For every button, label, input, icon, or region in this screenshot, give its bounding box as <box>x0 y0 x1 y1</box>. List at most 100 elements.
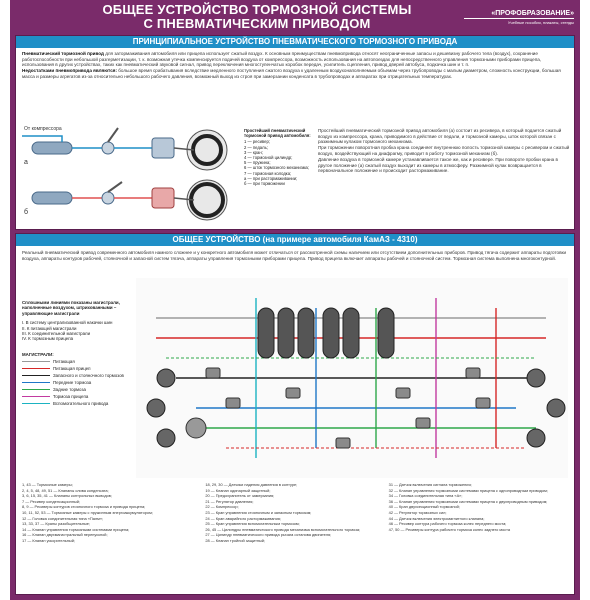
component-list-item: 25 — Кран управления вспомогательным тор… <box>205 521 300 527</box>
component-list-item: 17 — Клапан ускорительный; <box>22 537 75 543</box>
magistral-row: Задние тормоза <box>22 387 134 392</box>
publisher-logo: «ПРОФОБРАЗОВАНИЕ» Учебные пособия, плака… <box>464 3 574 31</box>
pedal-b <box>107 181 123 193</box>
compressor <box>185 417 207 439</box>
component-list-item: 2, 4, 5, 48, 49, 51 — Клапаны слива конд… <box>22 487 109 493</box>
component-list-item: 31 — Датчик включения сигнала торможения… <box>388 482 472 487</box>
brake-chamber-b <box>151 187 175 209</box>
disadv-text: большое время срабатывания вследствие ме… <box>22 68 561 79</box>
simple-brake-legend: Простейший пневматический тормозной прив… <box>244 128 314 186</box>
magistral-label: Вспомогательного привода <box>53 401 109 407</box>
receiver <box>322 307 340 359</box>
description-paragraph: Давление воздуха в тормозной камере уста… <box>318 156 558 174</box>
component-list-item: 24 — Кран аварийного растормаживания; <box>205 515 281 521</box>
page-title: ОБЩЕЕ УСТРОЙСТВО ТОРМОЗНОЙ СИСТЕМЫ С ПНЕ… <box>10 3 464 31</box>
legend-item: а — при растормаживании; <box>244 175 298 181</box>
section-principle: ПРИНЦИПИАЛЬНОЕ УСТРОЙСТВО ПНЕВМАТИЧЕСКОГ… <box>15 35 575 230</box>
receiver <box>297 307 315 359</box>
simple-brake-diagram: От компрессора а б <box>22 126 228 221</box>
component-list-item: 12 — Головка соединительная типа «Палм»; <box>22 515 104 521</box>
brake-chamber <box>146 398 166 418</box>
magistral-line-swatch <box>22 396 50 398</box>
magistral-row: Питающая <box>22 359 134 364</box>
description-paragraph: При торможении поворотная пробка крана с… <box>318 145 570 156</box>
component-list-item: 47, 50 — Ресиверы контура рабочего тормо… <box>388 526 511 532</box>
kamaz-brake-schematic <box>136 278 568 478</box>
supply-line-a <box>22 135 63 142</box>
component-list-column-1: 1, 43 — Тормозные камеры;2, 4, 5, 48, 49… <box>22 482 201 544</box>
component-list-item: 40 — Кран двухсекционный тормозной; <box>388 504 460 510</box>
receiver <box>277 307 295 359</box>
component-list-item: 18, 29, 30 — Датчики падения давления в … <box>205 482 298 487</box>
component-list-item: 26, 45 — Цилиндры пневматического привод… <box>205 526 361 532</box>
rod-a <box>173 147 195 151</box>
component-list-item: 22 — Компрессор; <box>205 504 239 510</box>
poster: ОБЩЕЕ УСТРОЙСТВО ТОРМОЗНОЙ СИСТЕМЫ С ПНЕ… <box>10 0 580 600</box>
legend-item: 5 — пружина; <box>244 160 271 166</box>
receiver-a <box>31 141 73 155</box>
logo-name: «ПРОФОБРАЗОВАНИЕ» <box>464 10 574 19</box>
apparatus-block <box>205 367 221 379</box>
group-list: I. В систему централизованной накачки ши… <box>22 320 134 342</box>
magistral-line-swatch <box>22 403 50 405</box>
apparatus-block <box>225 397 241 409</box>
diagram-label-compressor: От компрессора <box>24 126 62 132</box>
component-list-item: 44 — Датчик включения электромагнитного … <box>388 515 485 521</box>
section-general-intro: Реальный пневматический привод современн… <box>22 250 567 261</box>
brake-chamber <box>546 398 566 418</box>
component-list-column-2: 18, 29, 30 — Датчики падения давления в … <box>205 482 384 544</box>
legend-item: 6 — шток тормозного механизма; <box>244 165 310 171</box>
magistral-label: Запасного и стояночного тормозов <box>53 373 124 379</box>
valve-b <box>101 191 115 205</box>
diagram-version-b <box>31 179 228 221</box>
intro-text: для затормаживания автомобиля или прицеп… <box>22 51 542 68</box>
component-list-item: 1, 43 — Тормозные камеры; <box>22 482 73 487</box>
component-list-item: 28 — Клапан тройной защитный; <box>205 537 266 543</box>
magistral-row: Передние тормоза <box>22 380 134 385</box>
apparatus-block <box>285 387 301 399</box>
magistral-legend: Сплошными линиями показаны магистрали, н… <box>22 300 134 408</box>
apparatus-block <box>415 417 431 429</box>
brake-chamber <box>526 368 546 388</box>
component-list-item: 32 — Клапан управления тормозными систем… <box>388 487 548 493</box>
component-list-item: 23 — Кран управления стояночным и запасн… <box>205 509 312 515</box>
magistral-line-swatch <box>22 368 50 370</box>
apparatus-block <box>395 387 411 399</box>
magistrals-title: МАГИСТРАЛИ: <box>22 351 54 357</box>
brake-chamber <box>156 368 176 388</box>
magistral-row: Запасного и стояночного тормозов <box>22 373 134 378</box>
group-item: III. К соединительной магистрали <box>22 331 91 337</box>
title-line-1: ОБЩЕЕ УСТРОЙСТВО ТОРМОЗНОЙ СИСТЕМЫ <box>102 2 412 17</box>
diagram-label-a: а <box>24 159 28 166</box>
group-item: IV. К тормозным прицепа <box>22 336 74 342</box>
section-principle-heading: ПРИНЦИПИАЛЬНОЕ УСТРОЙСТВО ПНЕВМАТИЧЕСКОГ… <box>16 36 574 48</box>
apparatus-block <box>335 437 351 449</box>
legend-item: 2 — педаль; <box>244 144 268 150</box>
header: ОБЩЕЕ УСТРОЙСТВО ТОРМОЗНОЙ СИСТЕМЫ С ПНЕ… <box>10 0 580 34</box>
component-list-item: 19 — Клапан одинарный защитный; <box>205 487 271 493</box>
legend-title: Простейший пневматический тормозной прив… <box>244 128 311 139</box>
component-list: 1, 43 — Тормозные камеры;2, 4, 5, 48, 49… <box>22 482 568 544</box>
diagram-label-b: б <box>24 208 28 216</box>
legend-item: 1 — ресивер; <box>244 139 270 145</box>
magistral-line-swatch <box>22 389 50 391</box>
component-list-item: 34 — Головка соединительная типа «А»; <box>388 493 463 499</box>
component-list-item: 20 — Предохранитель от замерзания; <box>205 493 275 499</box>
receiver <box>342 307 360 359</box>
section-general: ОБЩЕЕ УСТРОЙСТВО (на примере автомобиля … <box>15 233 575 595</box>
magistral-label: Тормоза прицепа <box>53 394 89 400</box>
title-line-2: С ПНЕВМАТИЧЕСКИМ ПРИВОДОМ <box>143 16 371 31</box>
component-list-item: 8, 9 — Ресиверы контуров стояночного тор… <box>22 504 146 510</box>
rod-b <box>173 197 195 201</box>
component-list-item: 46 — Ресивер контура рабочего тормоза ко… <box>388 521 507 527</box>
section-general-heading: ОБЩЕЕ УСТРОЙСТВО (на примере автомобиля … <box>16 234 574 246</box>
logo-text: Учебные пособия, плакаты, стенды <box>507 19 574 25</box>
magistral-row: Вспомогательного привода <box>22 401 134 406</box>
magistral-label: Передние тормоза <box>53 380 92 386</box>
legend-item: 4 — тормозной цилиндр; <box>244 155 293 161</box>
component-list-item: 16 — Клапан двухмагистральный перепускно… <box>22 532 108 538</box>
apparatus-block <box>465 367 481 379</box>
legend-item: 3 — кран; <box>244 149 263 155</box>
magistral-label: Задние тормоза <box>53 387 86 393</box>
